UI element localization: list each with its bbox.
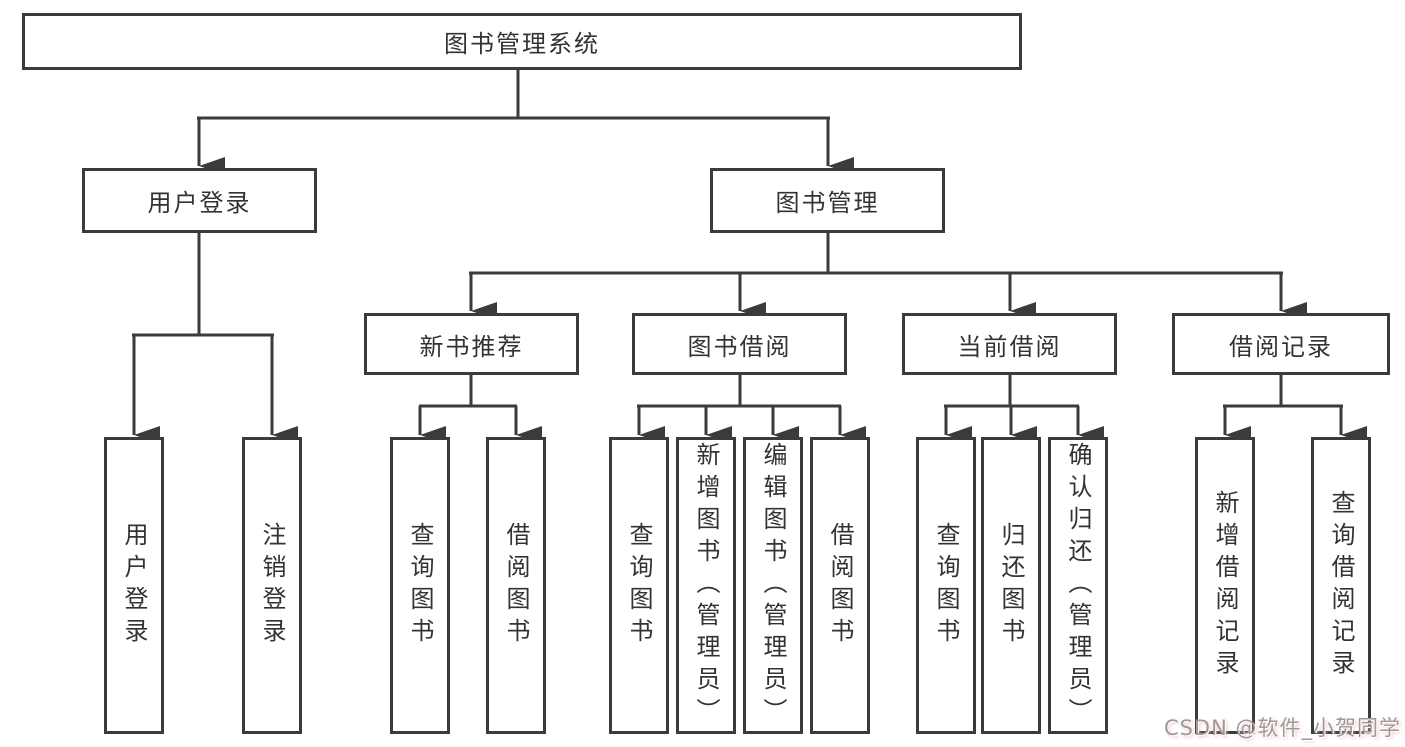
leaf-user-login: 用户登录 [104,437,164,734]
leaf-logout: 注销登录 [242,437,302,734]
leaf-current-return-books-label: 归还图书 [997,521,1025,650]
leaf-newbook-query-books: 查询图书 [390,437,450,734]
leaf-current-return-books: 归还图书 [981,437,1041,734]
leaf-user-login-label: 用户登录 [120,521,148,650]
leaf-record-query-borrow-record: 查询借阅记录 [1311,437,1371,734]
leaf-borrow-query-books-label: 查询图书 [625,521,653,650]
leaf-borrow-borrow-books-label: 借阅图书 [826,521,854,650]
leaf-current-query-books: 查询图书 [916,437,976,734]
node-library-system-label: 图书管理系统 [444,30,600,58]
node-current-borrowing: 当前借阅 [902,313,1117,375]
watermark: CSDN @软件_小贺同学 [1163,716,1401,740]
node-user-login-label: 用户登录 [147,189,252,217]
leaf-record-add-borrow-record-label: 新增借阅记录 [1211,489,1239,682]
leaf-borrow-add-books-admin: 新增图书（管理员） [676,437,736,734]
leaf-borrow-borrow-books: 借阅图书 [810,437,870,734]
connector-book-management-to-level3 [469,233,1307,320]
leaf-newbook-borrow-books-label: 借阅图书 [502,521,530,650]
node-book-borrowing: 图书借阅 [632,313,847,375]
node-borrowing-records-label: 借阅记录 [1229,332,1333,361]
node-new-book-recommend-label: 新书推荐 [419,332,524,361]
connector-new-book-to-leaves [418,375,542,444]
leaf-borrow-add-books-admin-label: 新增图书（管理员） [692,441,720,730]
node-borrowing-records: 借阅记录 [1172,313,1390,375]
leaf-logout-label: 注销登录 [258,521,286,650]
leaf-newbook-query-books-label: 查询图书 [406,521,434,650]
connector-borrow-record-to-leaves [1223,375,1367,444]
connector-root-to-level2 [197,70,854,175]
leaf-borrow-edit-books-admin-label: 编辑图书（管理员） [759,441,787,730]
leaf-current-confirm-return-admin: 确认归还（管理员） [1048,437,1108,734]
leaf-record-query-borrow-record-label: 查询借阅记录 [1327,489,1355,682]
node-book-management-label: 图书管理 [775,189,880,217]
connector-book-borrow-to-leaves [637,375,866,444]
node-book-management: 图书管理 [710,168,945,233]
node-new-book-recommend: 新书推荐 [364,313,579,375]
leaf-newbook-borrow-books: 借阅图书 [486,437,546,734]
node-user-login: 用户登录 [82,168,317,233]
node-current-borrowing-label: 当前借阅 [957,332,1062,361]
connector-user-login-to-leaves [132,233,298,444]
leaf-current-confirm-return-admin-label: 确认归还（管理员） [1064,441,1092,730]
node-book-borrowing-label: 图书借阅 [687,332,792,361]
leaf-borrow-edit-books-admin: 编辑图书（管理员） [743,437,803,734]
leaf-borrow-query-books: 查询图书 [609,437,669,734]
leaf-current-query-books-label: 查询图书 [932,521,960,650]
leaf-record-add-borrow-record: 新增借阅记录 [1195,437,1255,734]
connector-current-borrow-to-leaves [944,375,1104,444]
node-library-system: 图书管理系统 [22,13,1022,70]
